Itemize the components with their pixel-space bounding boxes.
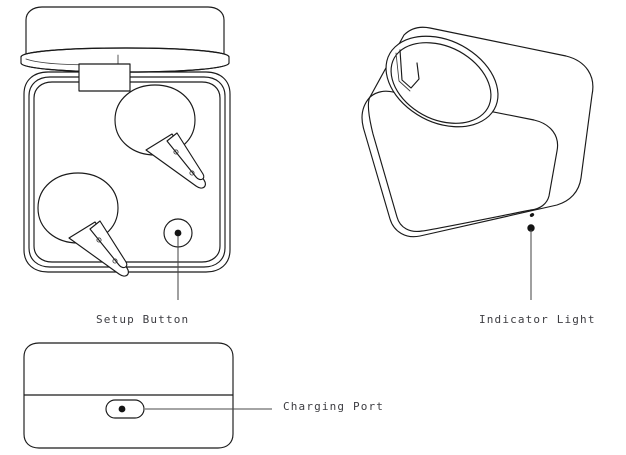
case-lid bbox=[25, 6, 225, 57]
iso-top-face-edge bbox=[370, 91, 558, 210]
earbud-left bbox=[37, 172, 129, 277]
iso-lid-notch bbox=[400, 50, 419, 88]
callout-label-indicator-light: Indicator Light bbox=[479, 313, 596, 326]
case-body-inner-line-2 bbox=[34, 82, 220, 262]
callout-label-setup-button: Setup Button bbox=[96, 313, 190, 326]
setup-button-center-dot[interactable] bbox=[174, 229, 182, 237]
indicator-light-dot bbox=[527, 224, 535, 232]
earbud-right-contact-1 bbox=[173, 149, 179, 155]
lid-rim-ellipse-top bbox=[21, 48, 229, 57]
indicator-light bbox=[527, 213, 535, 232]
charging-port bbox=[105, 399, 145, 419]
iso-lid-notch-inner bbox=[395, 52, 411, 92]
indicator-light-led-mark bbox=[529, 213, 535, 217]
earbud-right-stem-bar bbox=[166, 132, 205, 181]
callout-label-charging-port: Charging Port bbox=[283, 400, 385, 413]
earbud-right-contact-2 bbox=[189, 170, 195, 176]
hinge-tab bbox=[78, 63, 131, 92]
case-bottom-view bbox=[23, 342, 272, 449]
charging-port-center-dot bbox=[118, 405, 126, 413]
setup-button[interactable] bbox=[163, 218, 193, 248]
earbud-right bbox=[114, 84, 206, 189]
earbud-left-contact-2 bbox=[112, 258, 118, 264]
open-case-top-view bbox=[20, 6, 231, 300]
closed-case-isometric-view bbox=[361, 26, 594, 300]
iso-lid-ellipse-inner bbox=[391, 43, 491, 124]
earbud-left-contact-1 bbox=[96, 237, 102, 243]
iso-front-face-edge bbox=[368, 97, 531, 231]
case-body-inner-line-1 bbox=[29, 77, 225, 267]
earbud-left-stem-bar bbox=[89, 220, 128, 269]
iso-lid bbox=[385, 35, 499, 128]
